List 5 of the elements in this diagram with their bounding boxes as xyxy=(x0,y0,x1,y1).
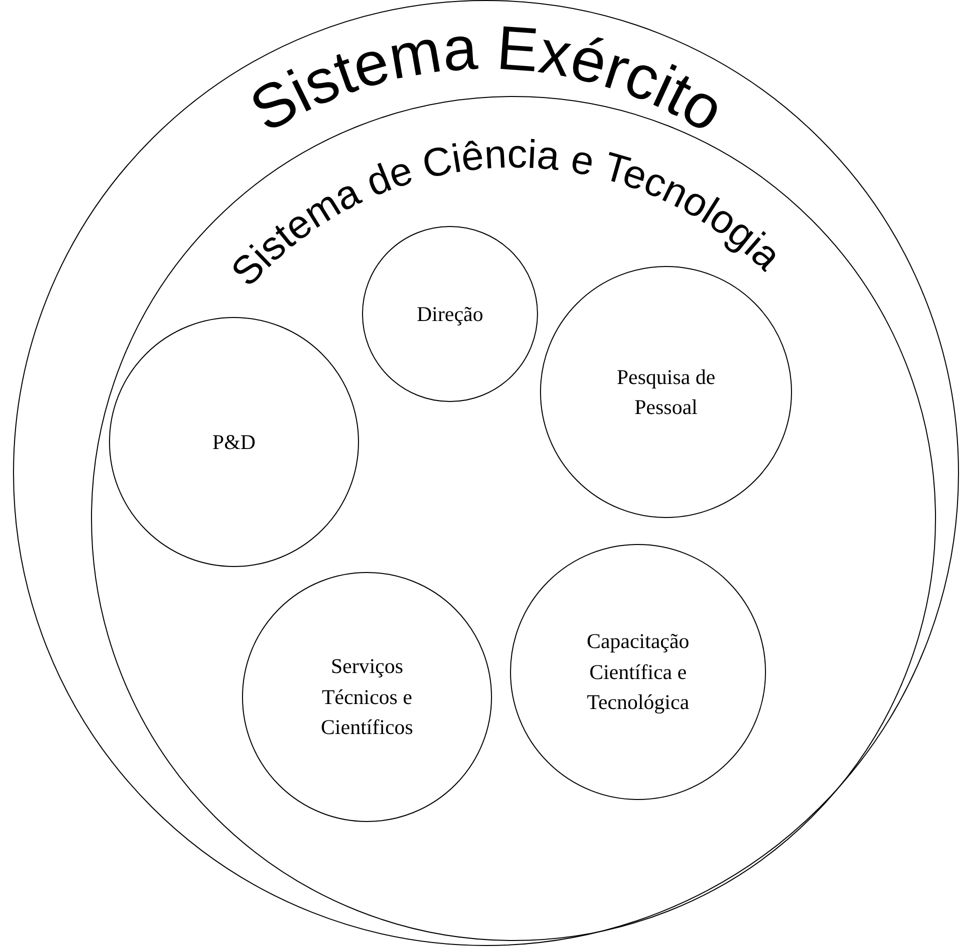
system-circle xyxy=(13,0,959,946)
unit-circle: Serviços Técnicos e Científicos xyxy=(242,572,492,822)
unit-circle: Direção xyxy=(362,226,538,402)
unit-circle: P&D xyxy=(109,317,359,567)
unit-circle: Capacitação Científica e Tecnológica xyxy=(510,544,766,800)
